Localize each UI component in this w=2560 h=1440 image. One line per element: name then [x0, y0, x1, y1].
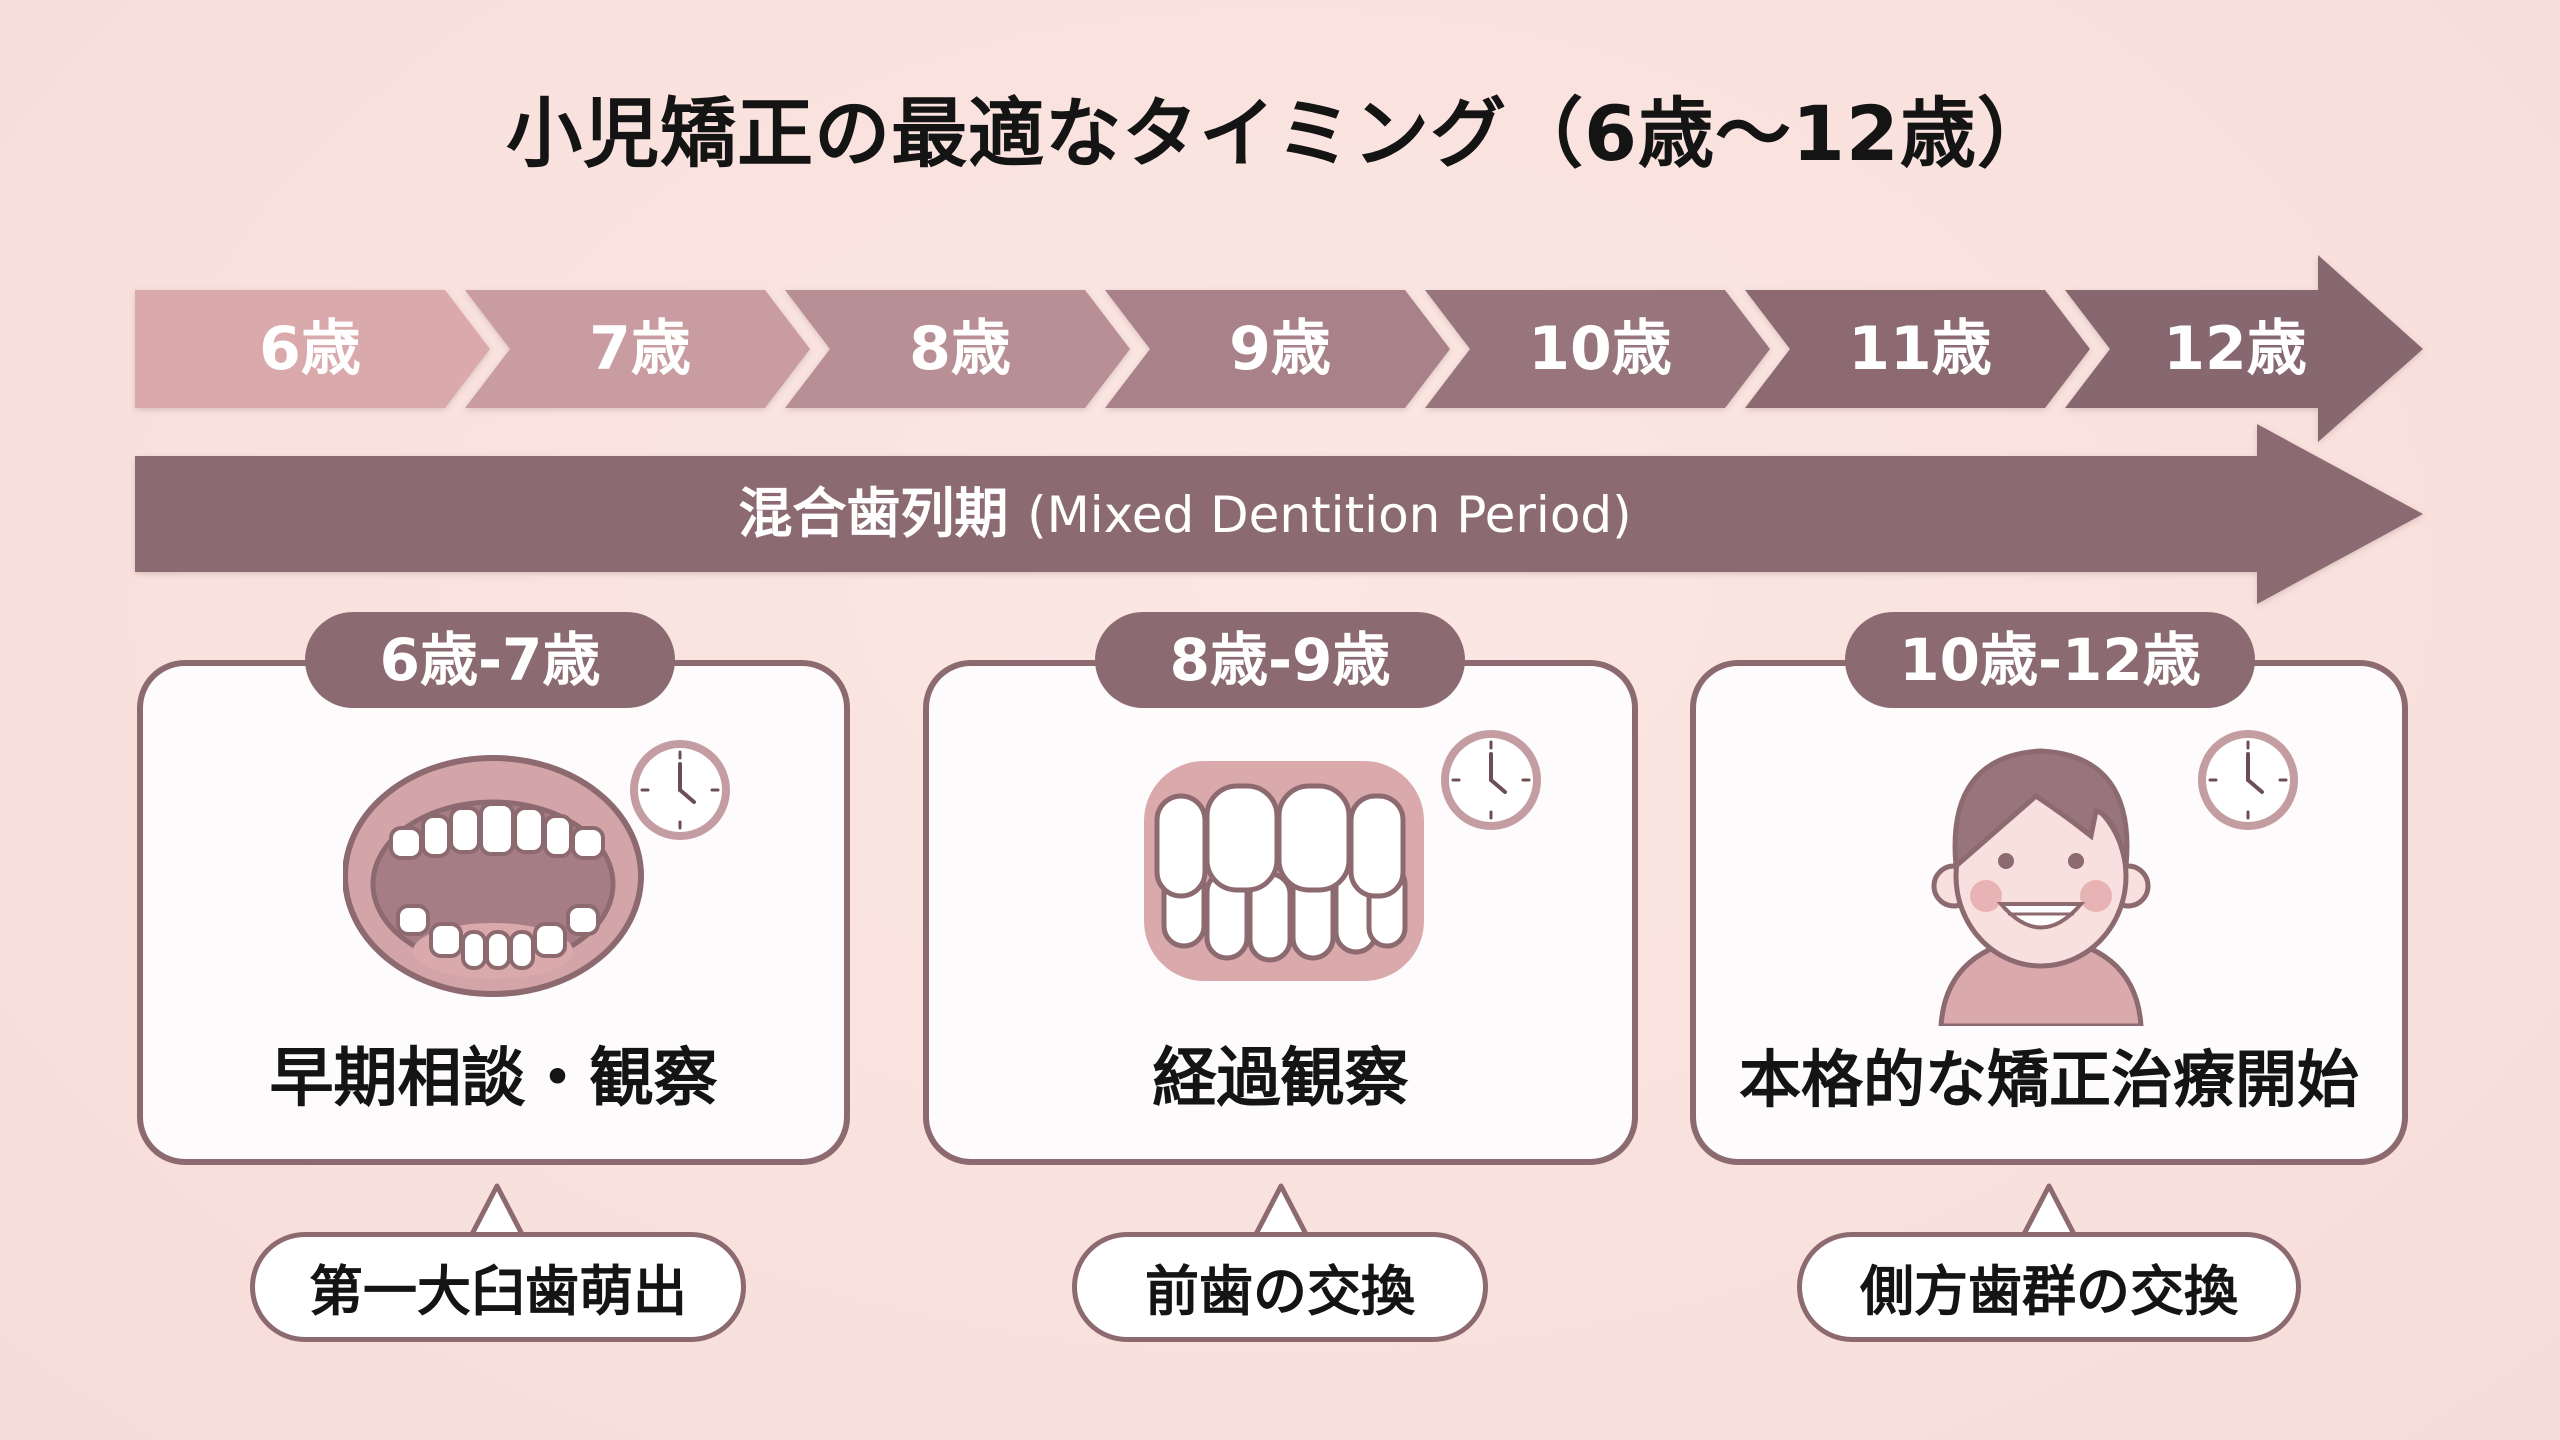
timeline-segment-8 [785, 290, 1130, 408]
clock-icon [2198, 730, 2298, 830]
timeline-segment-11 [1745, 290, 2090, 408]
clock-icon [1441, 730, 1541, 830]
timeline-segment-6 [135, 290, 490, 408]
timeline-label-12: 12歳 [2163, 314, 2307, 384]
timeline-segment-10 [1425, 290, 1770, 408]
callout-front-teeth: 前歯の交換 [1072, 1232, 1488, 1342]
timeline-label-10: 10歳 [1528, 314, 1672, 384]
timeline-segment-12 [2065, 255, 2423, 442]
card-title-early: 早期相談・観察 [269, 1042, 718, 1116]
timeline-label-11: 11歳 [1848, 314, 1992, 384]
callout-first-molar: 第一大臼歯萌出 [250, 1232, 746, 1342]
timeline-label-7: 7歳 [589, 314, 691, 384]
timeline-label-8: 8歳 [909, 314, 1011, 384]
callout-lateral-teeth: 側方歯群の交換 [1797, 1232, 2301, 1342]
stage-card-early: 早期相談・観察 [137, 660, 850, 1165]
page-title: 小児矯正の最適なタイミング（6歳〜12歳） [506, 89, 2054, 178]
card-title-treatment: 本格的な矯正治療開始 [1738, 1043, 2359, 1116]
age-badge-6-7: 6歳-7歳 [305, 612, 675, 708]
stage-card-observation: 経過観察 [923, 660, 1638, 1165]
timeline-label-9: 9歳 [1229, 314, 1331, 384]
period-arrow [135, 424, 2423, 604]
open-mouth-icon [343, 755, 644, 997]
timeline-segment-9 [1105, 290, 1450, 408]
card-title-observation: 経過観察 [1152, 1042, 1409, 1116]
child-with-braces-icon [1931, 748, 2151, 1026]
stage-card-treatment: 本格的な矯正治療開始 [1690, 660, 2408, 1165]
period-label-jp: 混合歯列期 [738, 482, 1009, 545]
timeline-segment-7 [465, 290, 810, 408]
age-badge-8-9: 8歳-9歳 [1095, 612, 1465, 708]
age-badge-10-12: 10歳-12歳 [1845, 612, 2255, 708]
timeline-label-6: 6歳 [259, 314, 361, 384]
period-label: 混合歯列期 (Mixed Dentition Period) [135, 456, 2235, 572]
clock-icon [630, 740, 730, 840]
callout-tails [467, 1183, 2079, 1241]
front-teeth-icon [1144, 761, 1424, 981]
period-label-en: (Mixed Dentition Period) [1027, 486, 1632, 544]
